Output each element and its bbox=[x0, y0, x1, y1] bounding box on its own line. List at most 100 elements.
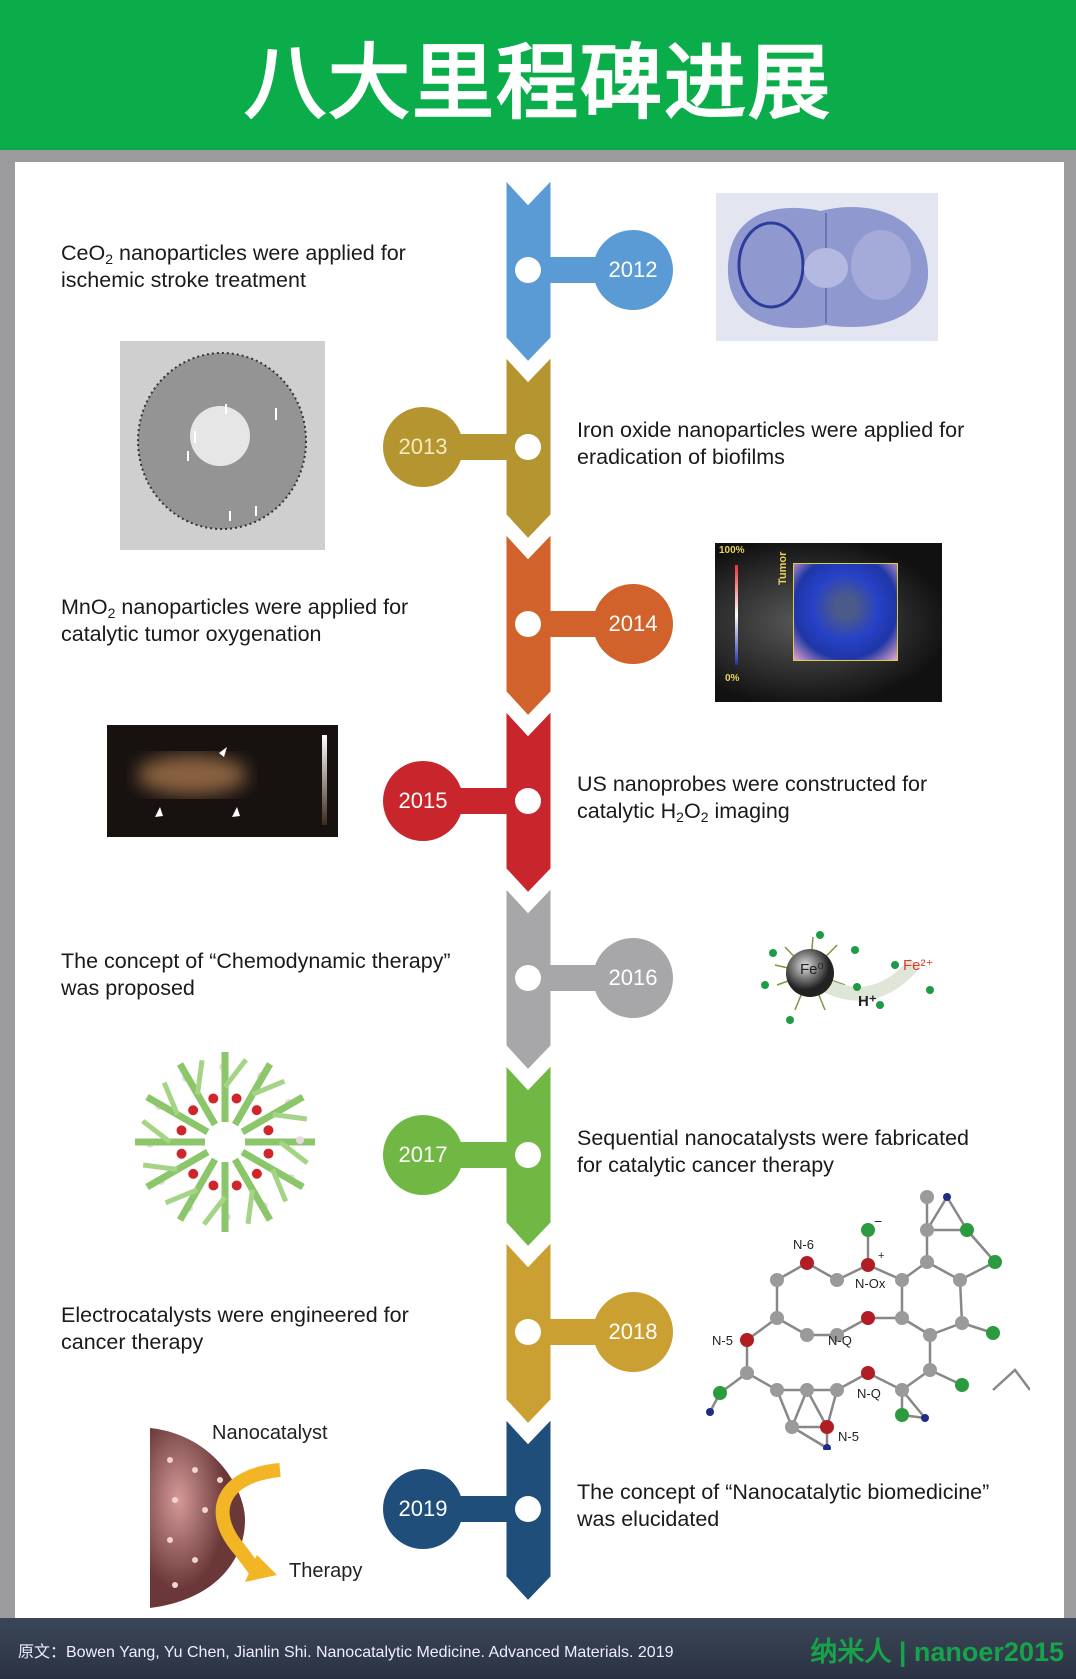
color-scale-bar bbox=[735, 565, 738, 665]
year-badge-2014: 2014 bbox=[593, 584, 673, 664]
text-run: CeO bbox=[61, 241, 106, 265]
subscript: 2 bbox=[700, 809, 709, 825]
text-run: MnO bbox=[61, 595, 108, 619]
milestone-line: US nanoprobes were constructed for bbox=[577, 771, 927, 798]
nanocatalyst-label: Nanocatalyst bbox=[212, 1422, 328, 1444]
milestone-text-2019: The concept of “Nanocatalytic biomedicin… bbox=[577, 1479, 989, 1533]
year-connector bbox=[455, 1142, 515, 1168]
milestone-text-2014: MnO2 nanoparticles were applied for catal… bbox=[61, 594, 408, 648]
timeline-dot bbox=[515, 1319, 541, 1345]
plus-label: + bbox=[878, 1250, 885, 1262]
text-run: for catalytic cancer therapy bbox=[577, 1153, 834, 1177]
year-badge-2019: 2019 bbox=[383, 1469, 463, 1549]
timeline-dot bbox=[515, 788, 541, 814]
text-run: catalytic tumor oxygenation bbox=[61, 622, 322, 646]
ultrasound-image: 100% 0% Tumor bbox=[715, 543, 942, 702]
text-run: US nanoprobes were constructed for bbox=[577, 772, 928, 796]
text-run: Sequential nanocatalysts were fabricated bbox=[577, 1126, 970, 1150]
brain-section-image bbox=[716, 193, 938, 341]
timeline-dot bbox=[515, 1496, 541, 1522]
year-badge-2013: 2013 bbox=[383, 407, 463, 487]
year-connector bbox=[540, 611, 600, 637]
header-banner: 八大里程碑进展 bbox=[0, 0, 1076, 150]
milestone-line: CeO2 nanoparticles were applied for bbox=[61, 240, 406, 267]
nq-label-2: N-Q bbox=[857, 1386, 881, 1401]
text-run: ischemic stroke treatment bbox=[61, 268, 306, 292]
milestone-line: ischemic stroke treatment bbox=[61, 267, 406, 294]
timeline-dot bbox=[515, 434, 541, 460]
subscript: 2 bbox=[105, 251, 114, 267]
footer: 原文：Bowen Yang, Yu Chen, Jianlin Shi. Nan… bbox=[0, 1618, 1076, 1679]
nox-label: N-Ox bbox=[855, 1276, 886, 1291]
year-connector bbox=[540, 257, 600, 283]
text-run: nanoparticles were applied for bbox=[113, 241, 406, 265]
page-title: 八大里程碑进展 bbox=[243, 35, 832, 131]
fe2-label: Fe²⁺ bbox=[903, 957, 934, 974]
proton-label: H⁺ bbox=[858, 993, 877, 1010]
text-run: O bbox=[683, 799, 701, 823]
fe-nanoparticle-image bbox=[761, 931, 934, 1024]
year-badge-2018: 2018 bbox=[593, 1292, 673, 1372]
subscript: 2 bbox=[676, 809, 684, 825]
n6-label: N-6 bbox=[793, 1237, 814, 1252]
milestone-line: eradication of biofilms bbox=[577, 444, 964, 471]
nanocatalyst-dendrimer-image bbox=[135, 1052, 315, 1232]
nq-label: N-Q bbox=[828, 1333, 852, 1348]
year-badge-2012: 2012 bbox=[593, 230, 673, 310]
tumor-label: Tumor bbox=[777, 551, 789, 585]
tumor-roi bbox=[793, 563, 898, 661]
minus-label: − bbox=[874, 1213, 883, 1229]
scale-max-label: 100% bbox=[719, 545, 745, 556]
subscript: 2 bbox=[107, 605, 116, 621]
milestone-line: catalytic tumor oxygenation bbox=[61, 621, 408, 648]
biofilm-image bbox=[120, 341, 325, 550]
n5-label-2: N-5 bbox=[838, 1429, 859, 1444]
nanocatalyst-sphere-image bbox=[150, 1428, 281, 1608]
milestone-line: was elucidated bbox=[577, 1506, 989, 1533]
year-badge-2017: 2017 bbox=[383, 1115, 463, 1195]
fe0-label: Fe⁰ bbox=[800, 961, 824, 978]
electrocatalyst-structure-image bbox=[706, 1190, 1030, 1450]
text-run: eradication of biofilms bbox=[577, 445, 785, 469]
brand-watermark: 纳米人 | nanoer2015 bbox=[810, 1637, 1064, 1667]
text-run: The concept of “Chemodynamic therapy” bbox=[61, 949, 451, 973]
year-connector bbox=[540, 1319, 600, 1345]
text-run: nanoparticles were applied for bbox=[115, 595, 409, 619]
year-badge-2016: 2016 bbox=[593, 938, 673, 1018]
milestone-text-2017: Sequential nanocatalysts were fabricated… bbox=[577, 1125, 969, 1179]
citation: 原文：Bowen Yang, Yu Chen, Jianlin Shi. Nan… bbox=[18, 1644, 674, 1661]
milestone-line: The concept of “Nanocatalytic biomedicin… bbox=[577, 1479, 989, 1506]
milestone-text-2016: The concept of “Chemodynamic therapy” was… bbox=[61, 948, 451, 1002]
timeline-dot bbox=[515, 1142, 541, 1168]
year-connector bbox=[455, 1496, 515, 1522]
year-connector bbox=[455, 434, 515, 460]
milestone-line: cancer therapy bbox=[61, 1329, 409, 1356]
year-connector bbox=[540, 965, 600, 991]
text-run: The concept of “Nanocatalytic biomedicin… bbox=[577, 1480, 990, 1504]
year-connector bbox=[455, 788, 515, 814]
text-run: Iron oxide nanoparticles were applied fo… bbox=[577, 418, 965, 442]
milestone-line: was proposed bbox=[61, 975, 451, 1002]
milestone-line: catalytic H2O2 imaging bbox=[577, 798, 927, 825]
timeline-dot bbox=[515, 611, 541, 637]
n5-label: N-5 bbox=[712, 1333, 733, 1348]
text-run: was elucidated bbox=[577, 1507, 720, 1531]
milestone-line: Iron oxide nanoparticles were applied fo… bbox=[577, 417, 964, 444]
milestone-line: Electrocatalysts were engineered for bbox=[61, 1302, 409, 1329]
scale-min-label: 0% bbox=[725, 673, 740, 684]
year-badge-2015: 2015 bbox=[383, 761, 463, 841]
text-run: imaging bbox=[708, 799, 790, 823]
us-imaging-image bbox=[107, 725, 338, 837]
text-run: catalytic H bbox=[577, 799, 677, 823]
milestone-text-2013: Iron oxide nanoparticles were applied fo… bbox=[577, 417, 964, 471]
milestone-line: The concept of “Chemodynamic therapy” bbox=[61, 948, 451, 975]
milestone-line: Sequential nanocatalysts were fabricated bbox=[577, 1125, 969, 1152]
text-run: was proposed bbox=[61, 976, 195, 1000]
timeline-dot bbox=[515, 965, 541, 991]
milestone-line: for catalytic cancer therapy bbox=[577, 1152, 969, 1179]
